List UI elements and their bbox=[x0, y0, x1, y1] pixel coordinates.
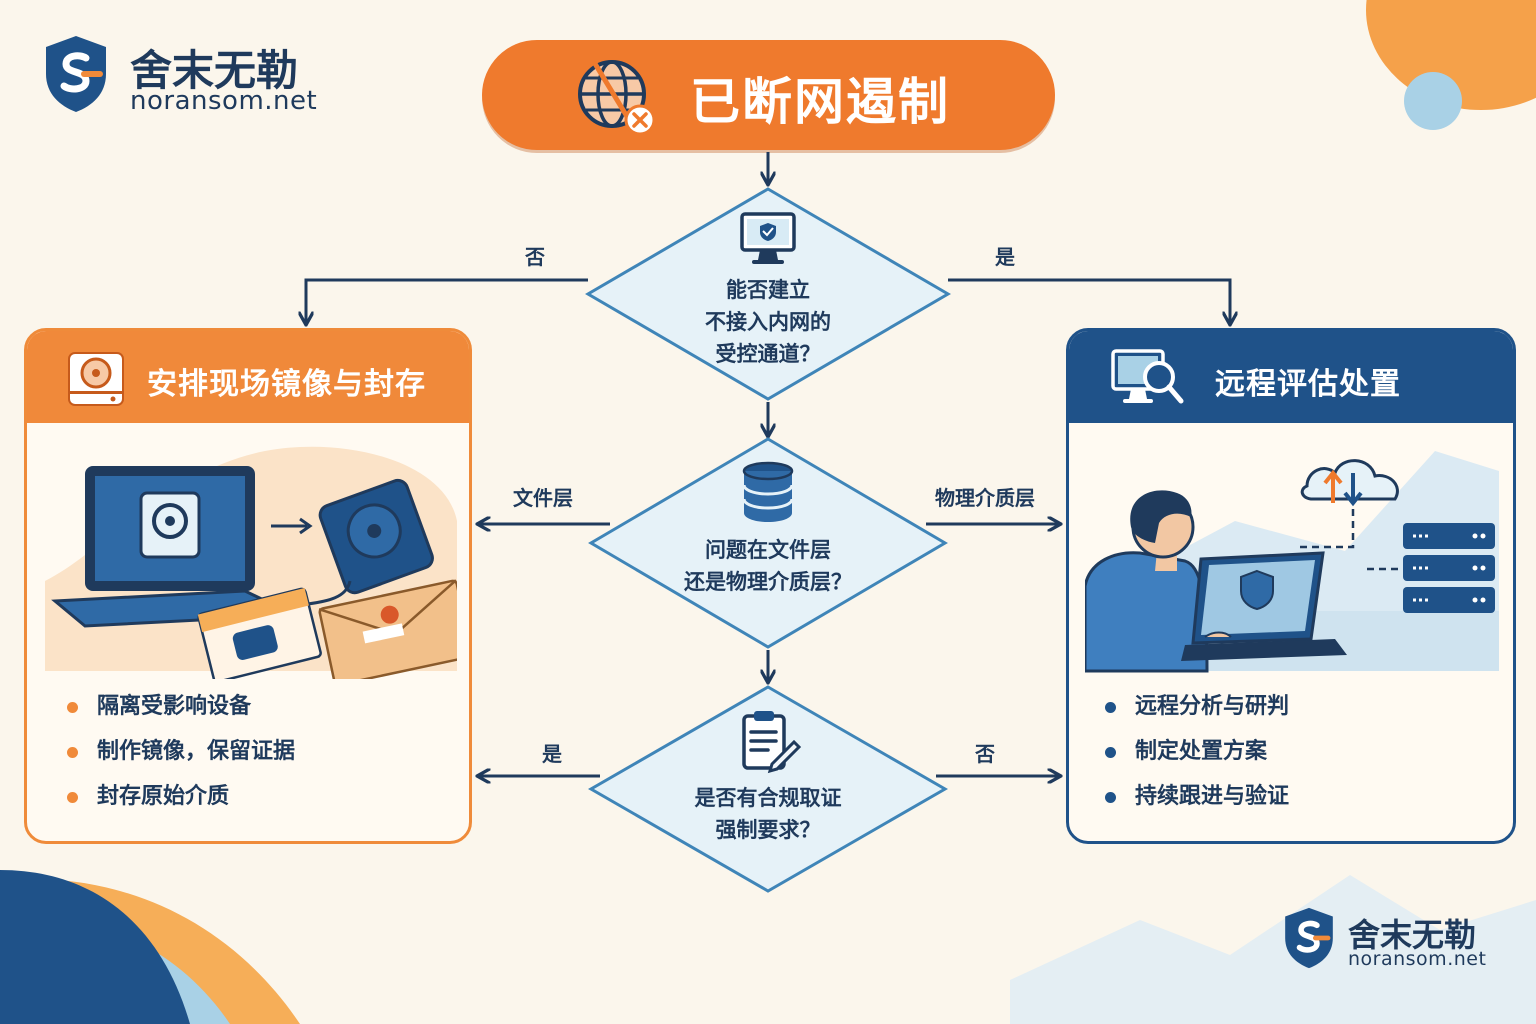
right-card-title: 远程评估处置 bbox=[1215, 367, 1401, 402]
brand-domain: noransom.net bbox=[130, 86, 318, 116]
decision-3-yes-label: 是 bbox=[542, 742, 562, 766]
brand-name: 舍末无勒 bbox=[130, 46, 299, 95]
decor-mountains-bottom-right bbox=[1010, 875, 1536, 1024]
hard-drive-icon bbox=[65, 349, 127, 413]
page-title: 已断网遏制 bbox=[690, 73, 950, 131]
decision-diamond-3 bbox=[588, 685, 948, 893]
decision-3-question: 是否有合规取证 强制要求？ bbox=[658, 782, 878, 846]
list-item: 隔离受影响设备 bbox=[67, 691, 295, 736]
shield-logo-icon bbox=[1282, 906, 1336, 970]
decision-3-no-label: 否 bbox=[975, 742, 995, 766]
database-icon bbox=[738, 460, 798, 530]
decision-3-line-2: 强制要求？ bbox=[715, 818, 821, 842]
left-card-steps: 隔离受影响设备 制作镜像，保留证据 封存原始介质 bbox=[67, 691, 295, 826]
list-item-label: 封存原始介质 bbox=[97, 784, 230, 809]
globe-disconnected-icon bbox=[574, 54, 658, 142]
decision-2-line-2: 还是物理介质层？ bbox=[684, 570, 852, 594]
shield-logo-icon bbox=[42, 34, 110, 114]
decision-1-line-3: 受控通道？ bbox=[715, 342, 821, 366]
footer-brand-name: 舍末无勒 bbox=[1348, 916, 1477, 954]
decision-3-line-1: 是否有合规取证 bbox=[694, 786, 842, 810]
clipboard-pen-icon bbox=[738, 708, 802, 778]
decision-1-yes-label: 是 bbox=[995, 245, 1015, 269]
remote-assessment-illustration bbox=[1085, 451, 1499, 673]
decision-2-line-1: 问题在文件层 bbox=[705, 538, 831, 562]
right-card-steps: 远程分析与研判 制定处置方案 持续跟进与验证 bbox=[1105, 691, 1289, 826]
right-outcome-card: 远程评估处置 远程分析与研判 制定处置方案 持续跟进与验证 bbox=[1066, 328, 1516, 844]
decision-diamond-2 bbox=[588, 437, 948, 649]
title-banner bbox=[482, 40, 1055, 150]
list-item-label: 持续跟进与验证 bbox=[1135, 784, 1290, 809]
list-item: 封存原始介质 bbox=[67, 781, 295, 826]
decision-2-file-layer-label: 文件层 bbox=[513, 486, 573, 510]
list-item: 持续跟进与验证 bbox=[1105, 781, 1289, 826]
list-item: 制作镜像，保留证据 bbox=[67, 736, 295, 781]
decision-2-physical-layer-label: 物理介质层 bbox=[935, 486, 1035, 510]
decision-1-question: 能否建立 不接入内网的 受控通道？ bbox=[668, 274, 868, 370]
decision-1-line-1: 能否建立 bbox=[726, 278, 810, 302]
list-item-label: 隔离受影响设备 bbox=[97, 694, 252, 719]
decor-waves-bottom-left bbox=[0, 870, 300, 1024]
decision-1-no-label: 否 bbox=[525, 245, 545, 269]
decision-diamond-1 bbox=[585, 187, 951, 401]
monitor-search-icon bbox=[1109, 345, 1189, 415]
footer-brand-domain: noransom.net bbox=[1348, 948, 1487, 970]
list-item-label: 制作镜像，保留证据 bbox=[97, 739, 296, 764]
decor-circle-blue bbox=[1404, 72, 1462, 130]
decision-2-question: 问题在文件层 还是物理介质层？ bbox=[658, 534, 878, 598]
list-item: 制定处置方案 bbox=[1105, 736, 1289, 781]
left-outcome-card: 安排现场镜像与封存 隔离受影响设备 制作镜像，保留证据 bbox=[24, 328, 472, 844]
list-item: 远程分析与研判 bbox=[1105, 691, 1289, 736]
imaging-illustration bbox=[45, 446, 457, 679]
monitor-shield-icon bbox=[738, 210, 798, 272]
decision-1-line-2: 不接入内网的 bbox=[705, 310, 831, 334]
list-item-label: 制定处置方案 bbox=[1135, 739, 1268, 764]
list-item-label: 远程分析与研判 bbox=[1135, 694, 1290, 719]
left-card-title: 安排现场镜像与封存 bbox=[147, 367, 426, 402]
